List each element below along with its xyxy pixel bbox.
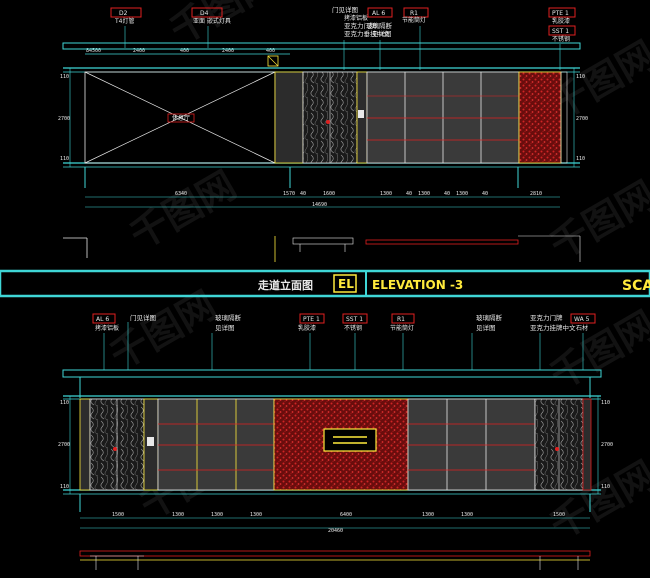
bottom-tag-wa5: WA 5 石材	[570, 313, 596, 370]
watermark: 千图网	[163, 0, 284, 53]
svg-text:D4: D4	[200, 10, 209, 17]
note: 见详图	[215, 323, 235, 332]
svg-text:1500: 1500	[112, 512, 124, 518]
svg-text:乳胶漆: 乳胶漆	[298, 324, 316, 332]
note: 玻璃隔断	[476, 313, 503, 322]
svg-text:6400: 6400	[340, 512, 352, 518]
svg-text:2700: 2700	[58, 442, 70, 448]
svg-text:不锈钢: 不锈钢	[344, 324, 362, 332]
svg-text:110: 110	[601, 400, 610, 406]
top-tag-sst1: SST 1 不锈钢	[548, 25, 576, 43]
svg-text:2700: 2700	[576, 116, 588, 122]
svg-text:PTE 1: PTE 1	[552, 10, 569, 17]
svg-text:40: 40	[444, 191, 450, 197]
bottom-tag-r1: R1 节能筒灯	[390, 313, 415, 370]
top-tag-pte1: PTE 1 乳胶漆	[548, 7, 576, 25]
svg-text:1600: 1600	[323, 191, 335, 197]
svg-text:1300: 1300	[380, 191, 392, 197]
svg-text:石材: 石材	[576, 324, 588, 332]
svg-text:84500: 84500	[86, 48, 101, 54]
bottom-tag-al6: AL 6 拷漆铝板	[92, 313, 119, 370]
svg-text:1300: 1300	[456, 191, 468, 197]
svg-text:乳胶漆: 乳胶漆	[552, 17, 570, 25]
svg-text:110: 110	[60, 156, 69, 162]
title-scale: SCA	[622, 278, 650, 294]
note: 门见详图	[130, 313, 156, 322]
svg-text:110: 110	[576, 74, 585, 80]
top-tag-d2: D2 T4灯管	[110, 7, 142, 48]
svg-text:110: 110	[60, 74, 69, 80]
note: 亚克力门牌	[344, 21, 377, 30]
svg-text:110: 110	[60, 484, 69, 490]
note: 亚克力门牌	[530, 313, 563, 322]
svg-text:40: 40	[300, 191, 306, 197]
svg-text:1300: 1300	[250, 512, 262, 518]
svg-text:SST 1: SST 1	[346, 316, 363, 323]
svg-text:400: 400	[180, 48, 189, 54]
svg-text:2810: 2810	[530, 191, 542, 197]
svg-text:6340: 6340	[175, 191, 187, 197]
svg-text:PTE 1: PTE 1	[303, 316, 320, 323]
watermark: 千图网	[543, 173, 650, 268]
bottom-tag-pte1: PTE 1 乳胶漆	[298, 313, 325, 370]
note: 见详图	[476, 323, 496, 332]
svg-text:2700: 2700	[58, 116, 70, 122]
svg-text:亚面 嵌式灯具: 亚面 嵌式灯具	[193, 17, 231, 25]
svg-text:40: 40	[406, 191, 412, 197]
note: 亚克力挂牌中文	[530, 323, 576, 332]
svg-text:400: 400	[266, 48, 275, 54]
top-tag-al6: AL 6 拷漆铝板	[344, 7, 393, 22]
note: 门见详图	[332, 5, 358, 14]
bottom-elevation: AL 6 拷漆铝板 PTE 1 乳胶漆 SST 1 不锈钢 R1 节能筒灯 WA…	[58, 313, 613, 570]
svg-text:拷漆铝板: 拷漆铝板	[95, 324, 119, 332]
svg-text:110: 110	[601, 484, 610, 490]
room-label: 休息厅	[172, 114, 190, 122]
svg-text:2400: 2400	[222, 48, 234, 54]
svg-text:1300: 1300	[461, 512, 473, 518]
svg-text:110: 110	[60, 400, 69, 406]
svg-text:不锈钢: 不锈钢	[552, 35, 570, 43]
svg-text:1300: 1300	[211, 512, 223, 518]
watermark: 千图网	[123, 163, 244, 258]
title-elevation: ELEVATION -3	[372, 278, 463, 292]
note: 玻璃隔断	[366, 21, 393, 30]
svg-text:1500: 1500	[553, 512, 565, 518]
svg-text:R1: R1	[410, 10, 418, 17]
bottom-tag-sst1: SST 1 不锈钢	[342, 313, 368, 370]
svg-text:R1: R1	[397, 316, 405, 323]
top-elevation: D2 T4灯管 D4 亚面 嵌式灯具 AL 6 拷漆铝板 R1 节能筒灯 PTE…	[58, 5, 588, 262]
svg-text:AL 6: AL 6	[96, 316, 109, 323]
top-tag-d4: D4 亚面 嵌式灯具	[191, 7, 231, 48]
svg-text:1570: 1570	[283, 191, 295, 197]
note: 玻璃隔断	[215, 313, 242, 322]
svg-text:2700: 2700	[601, 442, 613, 448]
svg-text:14690: 14690	[312, 202, 327, 208]
svg-text:拷漆铝板: 拷漆铝板	[344, 14, 368, 22]
svg-text:WA 5: WA 5	[574, 316, 590, 323]
svg-text:AL 6: AL 6	[372, 10, 385, 17]
svg-text:1300: 1300	[172, 512, 184, 518]
title-badge: EL	[338, 277, 354, 291]
svg-text:节能筒灯: 节能筒灯	[402, 16, 426, 24]
note: 亚克力垂挂中文	[344, 29, 390, 38]
svg-text:110: 110	[576, 156, 585, 162]
top-tag-r1: R1 节能筒灯	[402, 7, 429, 24]
svg-text:1300: 1300	[418, 191, 430, 197]
svg-text:40: 40	[482, 191, 488, 197]
svg-text:T4灯管: T4灯管	[114, 17, 134, 25]
svg-text:D2: D2	[119, 10, 128, 17]
note: 见详图	[372, 29, 392, 38]
svg-text:SST 1: SST 1	[552, 28, 569, 35]
svg-text:1300: 1300	[422, 512, 434, 518]
title-chinese: 走道立面图	[257, 278, 313, 292]
elevation-title-bar: 走道立面图 EL ELEVATION -3 SCA	[0, 269, 650, 298]
svg-text:20460: 20460	[328, 528, 343, 534]
svg-text:节能筒灯: 节能筒灯	[390, 324, 414, 332]
svg-text:2400: 2400	[133, 48, 145, 54]
